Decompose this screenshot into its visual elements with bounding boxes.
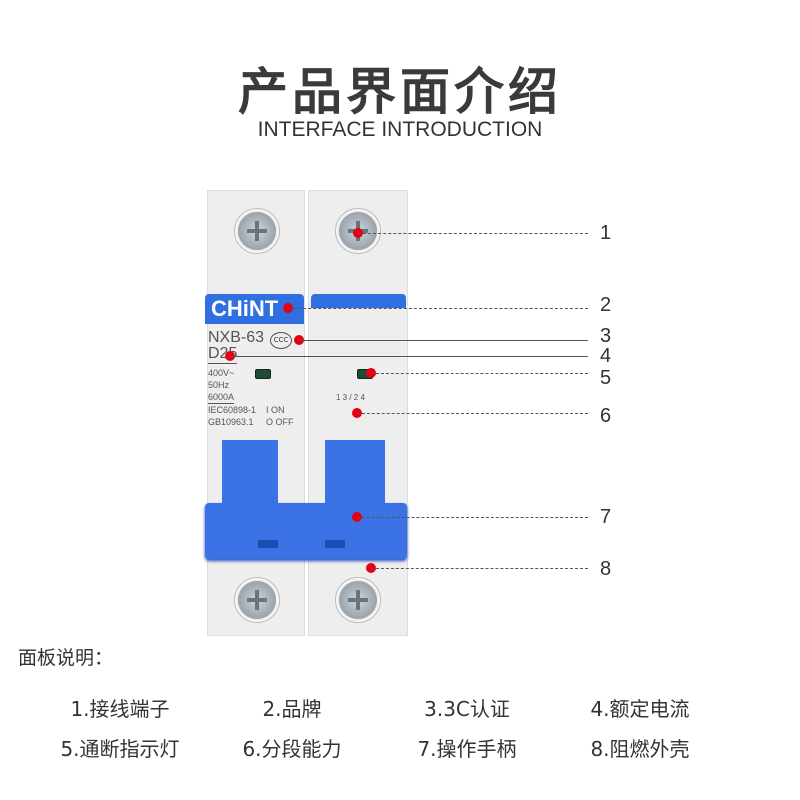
brand-logo: CHiNT bbox=[211, 296, 279, 321]
callout-line bbox=[288, 308, 588, 309]
callout-line bbox=[371, 568, 588, 569]
callout-number: 8 bbox=[600, 558, 612, 580]
operating-handle[interactable] bbox=[205, 503, 407, 559]
callout-line bbox=[299, 340, 588, 341]
page-title: 产品界面介绍 bbox=[238, 63, 562, 121]
spec-list: 400V~ 50Hz 6000A bbox=[208, 367, 235, 404]
screw-terminal-icon bbox=[234, 577, 280, 623]
standards-list: IEC60898-1 GB10963.1 bbox=[208, 404, 256, 428]
ccc-mark-icon: CCC bbox=[270, 332, 292, 349]
spec-breaking-capacity: 6000A bbox=[208, 392, 235, 404]
callout-number: 7 bbox=[600, 506, 612, 528]
callout-line bbox=[371, 373, 588, 374]
handle-right bbox=[325, 440, 385, 510]
callout-number: 5 bbox=[600, 367, 612, 389]
callout-line bbox=[230, 356, 588, 357]
indicator-led-left bbox=[255, 369, 271, 379]
screw-terminal-icon bbox=[335, 577, 381, 623]
legend-item: 2.品牌 bbox=[262, 697, 322, 721]
legend-item: 5.通断指示灯 bbox=[60, 737, 180, 761]
off-label: O OFF bbox=[266, 417, 294, 427]
standard-iec: IEC60898-1 bbox=[208, 405, 257, 415]
standard-gb: GB10963.1 bbox=[208, 417, 254, 427]
legend-item: 6.分段能力 bbox=[242, 737, 342, 761]
handle-slot bbox=[258, 540, 278, 548]
callout-line bbox=[357, 517, 588, 518]
model-label: NXB-63 bbox=[208, 329, 265, 346]
spec-voltage: 400V~ bbox=[208, 368, 235, 378]
legend-item: 8.阻燃外壳 bbox=[590, 737, 690, 761]
callout-number: 6 bbox=[600, 405, 612, 427]
callout-number: 3 bbox=[600, 325, 612, 347]
left-pole bbox=[207, 190, 305, 636]
handle-slot bbox=[325, 540, 345, 548]
handle-left bbox=[222, 440, 278, 510]
callout-number: 2 bbox=[600, 294, 612, 316]
terminal-diagram-icon: 1 3 / 2 4 bbox=[336, 393, 365, 402]
on-label: I ON bbox=[266, 405, 285, 415]
brand-bar-right bbox=[311, 294, 406, 308]
callout-line bbox=[357, 413, 588, 414]
legend-item: 1.接线端子 bbox=[70, 697, 170, 721]
screw-terminal-icon bbox=[234, 208, 280, 254]
callout-number: 4 bbox=[600, 345, 612, 367]
legend-item: 7.操作手柄 bbox=[417, 737, 517, 761]
legend-item: 3.3C认证 bbox=[424, 697, 510, 721]
callout-line bbox=[358, 233, 588, 234]
page-subtitle: INTERFACE INTRODUCTION bbox=[257, 118, 543, 141]
legend-item: 4.额定电流 bbox=[590, 697, 690, 721]
spec-frequency: 50Hz bbox=[208, 380, 230, 390]
on-off-legend: I ON O OFF bbox=[266, 404, 294, 428]
legend-title: 面板说明： bbox=[18, 647, 114, 669]
callout-number: 1 bbox=[600, 222, 612, 244]
